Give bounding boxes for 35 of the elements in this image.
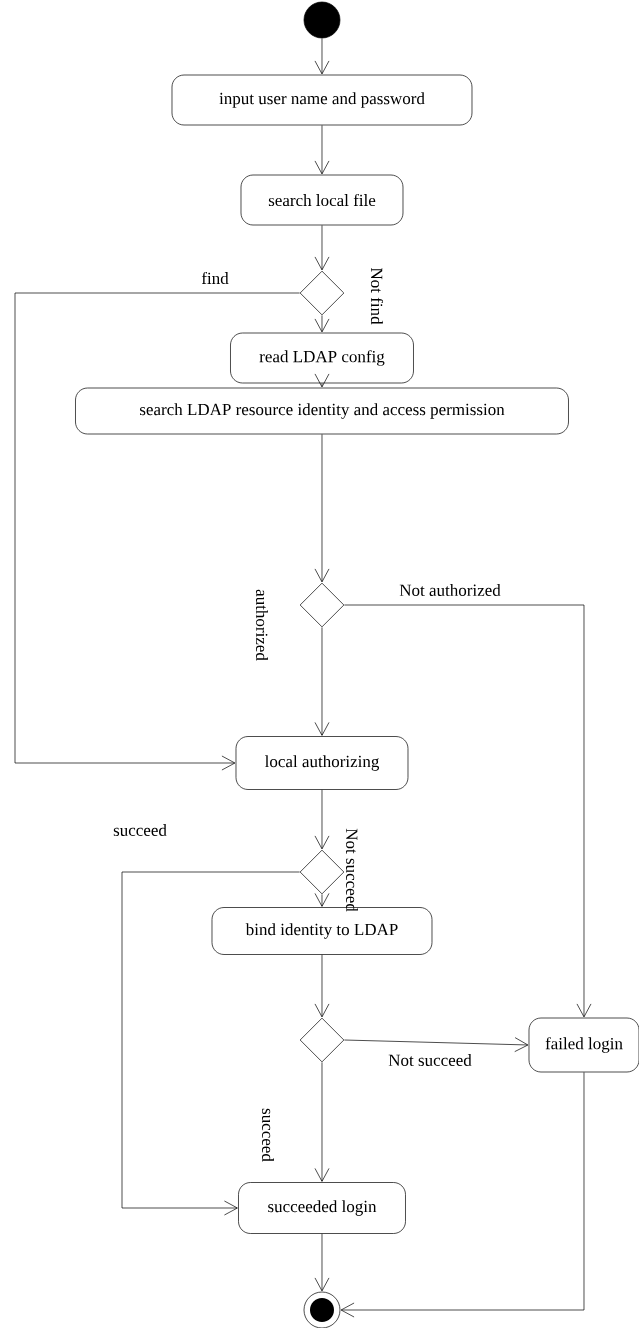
arrow	[14, 292, 300, 771]
arrow	[340, 1072, 585, 1318]
edge-label: succeed	[113, 824, 167, 836]
edge-label: Not authorized	[399, 584, 501, 596]
edge-label: find	[201, 271, 229, 285]
arrow	[314, 789, 330, 850]
end-node	[303, 1291, 341, 1328]
arrow	[314, 315, 330, 333]
edge-label: Not find	[370, 267, 384, 325]
arrow	[121, 871, 300, 1216]
decision-diamond	[299, 270, 345, 316]
arrow	[314, 38, 330, 75]
arrow	[314, 1233, 330, 1292]
activity-box: search LDAP resource identity and access permission	[75, 387, 569, 435]
arrow	[314, 434, 330, 583]
arrow	[314, 1062, 330, 1182]
arrow	[344, 604, 592, 1018]
arrow	[314, 225, 330, 271]
decision-diamond	[299, 582, 345, 628]
activity-box: input user name and password	[171, 74, 473, 126]
decision-diamond	[299, 1017, 345, 1063]
edge-label: Not succeed	[388, 1054, 472, 1066]
arrow	[314, 627, 330, 736]
edge-label: authorized	[256, 589, 268, 661]
decision-diamond	[299, 849, 345, 895]
arrow	[344, 1037, 529, 1052]
activity-box: succeeded login	[238, 1182, 406, 1234]
activity-box: local authorizing	[235, 736, 409, 790]
arrow	[314, 954, 330, 1018]
activity-box: read LDAP config	[230, 332, 414, 384]
activity-box: search local file	[240, 174, 404, 226]
start-node	[303, 1, 341, 39]
activity-box: failed login	[528, 1017, 639, 1073]
arrow	[314, 125, 330, 175]
edge-label: succeed	[262, 1108, 274, 1162]
